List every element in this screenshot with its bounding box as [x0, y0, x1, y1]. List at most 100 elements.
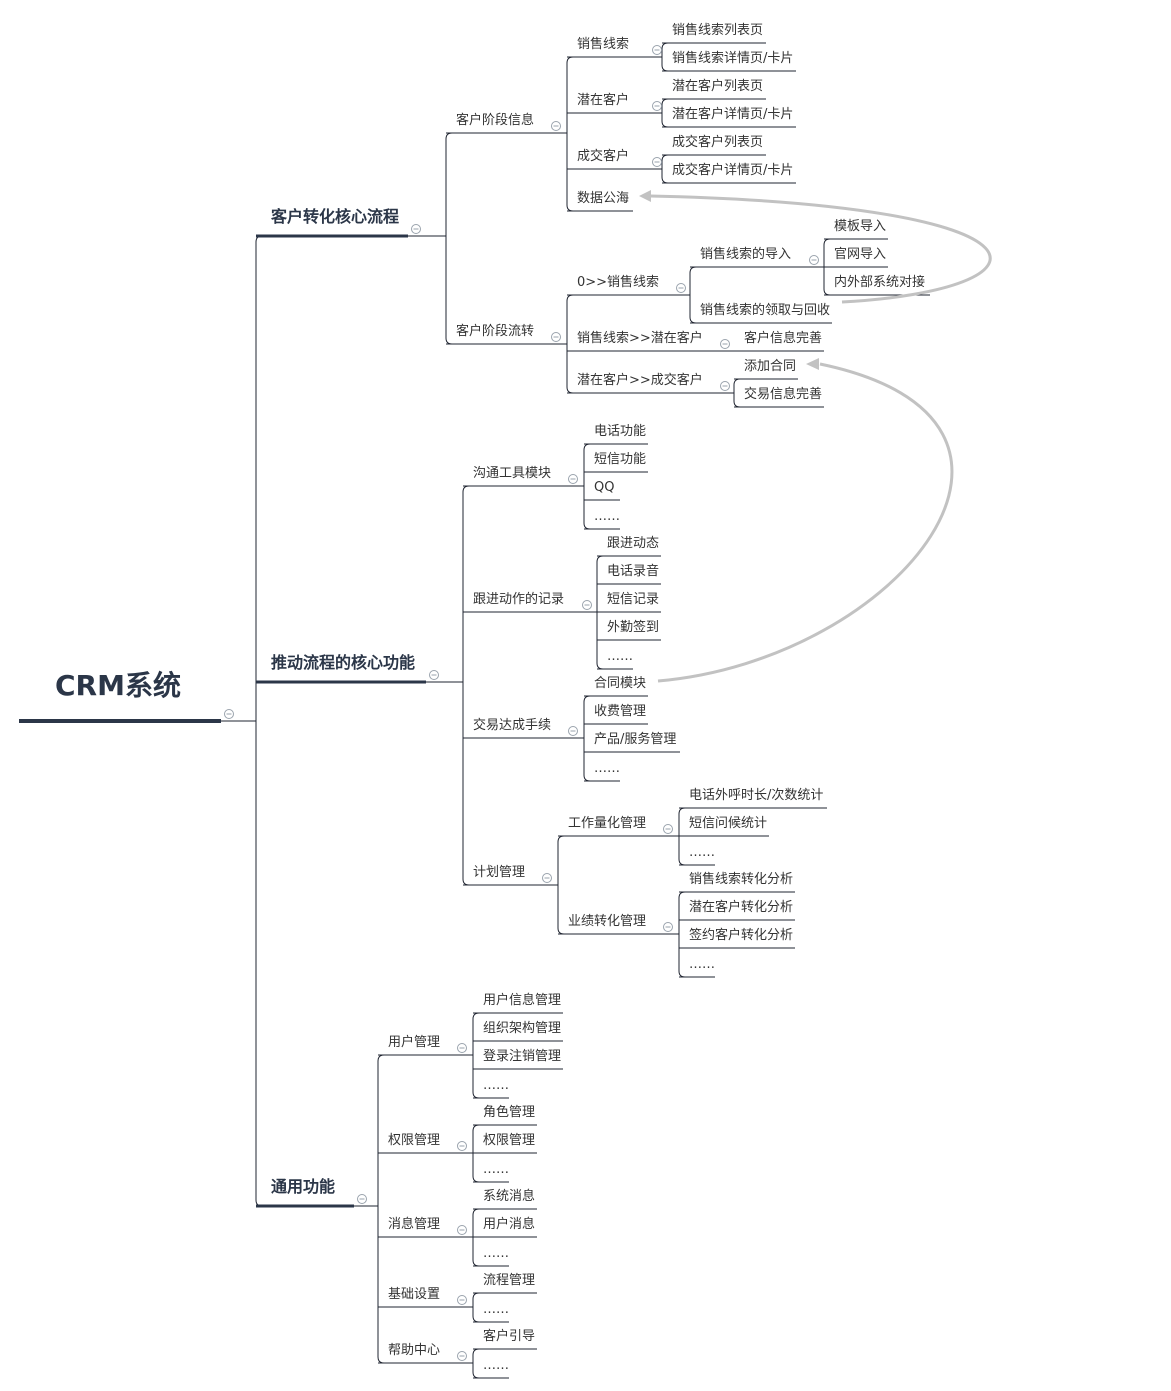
collapse-toggle-icon[interactable] — [429, 670, 439, 680]
topic-潜在客户详情页-卡片[interactable]: 潜在客户详情页/卡片 — [662, 106, 796, 128]
topic-添加合同[interactable]: 添加合同 — [734, 359, 798, 380]
topic-潜在客户-成交客户[interactable]: 潜在客户>>成交客户 — [567, 372, 730, 394]
topic-ellipsis[interactable]: …… — [473, 1302, 509, 1323]
collapse-toggle-icon[interactable] — [457, 1225, 467, 1235]
topic-QQ[interactable]: QQ — [584, 480, 620, 501]
topic-ellipsis[interactable]: …… — [473, 1358, 509, 1379]
topic-短信功能[interactable]: 短信功能 — [584, 452, 648, 473]
topic-消息管理[interactable]: 消息管理 — [378, 1216, 467, 1238]
topic-销售线索[interactable]: 销售线索 — [567, 36, 662, 58]
collapse-toggle-icon[interactable] — [457, 1141, 467, 1151]
collapse-toggle-icon[interactable] — [551, 121, 561, 131]
topic-潜在客户[interactable]: 潜在客户 — [567, 92, 662, 114]
topic-ellipsis[interactable]: …… — [584, 761, 620, 782]
topic-合同模块[interactable]: 合同模块 — [584, 676, 648, 697]
topic-电话外呼时长-次数统计[interactable]: 电话外呼时长/次数统计 — [679, 787, 827, 809]
topic-用户信息管理[interactable]: 用户信息管理 — [473, 992, 563, 1014]
topic-用户管理[interactable]: 用户管理 — [378, 1034, 467, 1056]
topic-客户信息完善[interactable]: 客户信息完善 — [734, 330, 824, 352]
topic-销售线索转化分析[interactable]: 销售线索转化分析 — [679, 871, 795, 893]
collapse-toggle-icon[interactable] — [652, 45, 662, 55]
topic-权限管理[interactable]: 权限管理 — [473, 1132, 537, 1154]
topic-客户阶段信息[interactable]: 客户阶段信息 — [446, 112, 561, 134]
topic-外勤签到[interactable]: 外勤签到 — [597, 619, 661, 641]
topic-数据公海[interactable]: 数据公海 — [567, 191, 633, 212]
topic-ellipsis[interactable]: …… — [473, 1162, 509, 1183]
collapse-toggle-icon[interactable] — [457, 1351, 467, 1361]
topic-电话录音[interactable]: 电话录音 — [597, 563, 661, 585]
topic-成交客户[interactable]: 成交客户 — [567, 148, 662, 170]
topic-计划管理[interactable]: 计划管理 — [463, 865, 552, 886]
topic-推动流程的核心功能[interactable]: 推动流程的核心功能 — [256, 653, 439, 684]
topic-模板导入[interactable]: 模板导入 — [824, 219, 888, 240]
topic-ellipsis[interactable]: …… — [584, 509, 620, 530]
topic-收费管理[interactable]: 收费管理 — [584, 704, 648, 725]
topic-label: 流程管理 — [483, 1273, 535, 1288]
topic-签约客户转化分析[interactable]: 签约客户转化分析 — [679, 927, 795, 949]
collapse-toggle-icon[interactable] — [720, 381, 730, 391]
topic-角色管理[interactable]: 角色管理 — [473, 1104, 537, 1126]
topic-销售线索的领取与回收[interactable]: 销售线索的领取与回收 — [690, 302, 832, 324]
collapse-toggle-icon[interactable] — [720, 339, 730, 349]
topic-登录注销管理[interactable]: 登录注销管理 — [473, 1049, 563, 1070]
topic-系统消息[interactable]: 系统消息 — [473, 1188, 537, 1210]
topic-ellipsis[interactable]: …… — [597, 649, 633, 670]
topic-潜在客户转化分析[interactable]: 潜在客户转化分析 — [679, 899, 795, 921]
topic-客户转化核心流程[interactable]: 客户转化核心流程 — [256, 207, 421, 238]
topic-CRM系统[interactable]: CRM系统 — [19, 669, 234, 723]
collapse-toggle-icon[interactable] — [551, 332, 561, 342]
topic-基础设置[interactable]: 基础设置 — [378, 1287, 467, 1308]
topic-销售线索详情页-卡片[interactable]: 销售线索详情页/卡片 — [662, 50, 796, 72]
collapse-toggle-icon[interactable] — [568, 474, 578, 484]
topic-官网导入[interactable]: 官网导入 — [824, 246, 888, 268]
collapse-toggle-icon[interactable] — [809, 255, 819, 265]
topic-交易信息完善[interactable]: 交易信息完善 — [734, 386, 824, 408]
collapse-toggle-icon[interactable] — [568, 726, 578, 736]
topic-销售线索列表页[interactable]: 销售线索列表页 — [662, 22, 766, 44]
topic-帮助中心[interactable]: 帮助中心 — [378, 1343, 467, 1364]
topic-业绩转化管理[interactable]: 业绩转化管理 — [558, 914, 673, 935]
topic-跟进动态[interactable]: 跟进动态 — [597, 536, 661, 557]
topic-客户引导[interactable]: 客户引导 — [473, 1328, 537, 1350]
topic-ellipsis[interactable]: …… — [473, 1078, 509, 1099]
topic-短信记录[interactable]: 短信记录 — [597, 592, 661, 613]
topic-内外部系统对接[interactable]: 内外部系统对接 — [824, 274, 930, 296]
topic-销售线索-潜在客户[interactable]: 销售线索>>潜在客户 — [567, 330, 730, 352]
topic-ellipsis[interactable]: …… — [679, 957, 715, 978]
topic-用户消息[interactable]: 用户消息 — [473, 1216, 537, 1238]
collapse-toggle-icon[interactable] — [582, 600, 592, 610]
topic-产品-服务管理[interactable]: 产品/服务管理 — [584, 731, 680, 753]
collapse-toggle-icon[interactable] — [224, 709, 234, 719]
topic-组织架构管理[interactable]: 组织架构管理 — [473, 1021, 563, 1042]
relationship-arrow[interactable] — [657, 358, 954, 683]
topic-短信问候统计[interactable]: 短信问候统计 — [679, 816, 769, 837]
topic-权限管理[interactable]: 权限管理 — [378, 1132, 467, 1154]
relationship-arrow[interactable] — [639, 190, 992, 304]
topic-跟进动作的记录[interactable]: 跟进动作的记录 — [463, 591, 592, 613]
topic-电话功能[interactable]: 电话功能 — [584, 424, 648, 445]
topic-ellipsis[interactable]: …… — [679, 845, 715, 866]
topic-ellipsis[interactable]: …… — [473, 1246, 509, 1267]
collapse-toggle-icon[interactable] — [542, 873, 552, 883]
topic-流程管理[interactable]: 流程管理 — [473, 1273, 537, 1294]
collapse-toggle-icon[interactable] — [652, 101, 662, 111]
topic-成交客户详情页-卡片[interactable]: 成交客户详情页/卡片 — [662, 162, 796, 184]
collapse-toggle-icon[interactable] — [663, 824, 673, 834]
collapse-toggle-icon[interactable] — [676, 283, 686, 293]
topic-0-销售线索[interactable]: 0>>销售线索 — [567, 274, 686, 296]
topic-工作量化管理[interactable]: 工作量化管理 — [558, 816, 673, 837]
collapse-toggle-icon[interactable] — [457, 1295, 467, 1305]
topic-通用功能[interactable]: 通用功能 — [256, 1177, 367, 1208]
topic-label: 用户消息 — [483, 1216, 535, 1232]
topic-沟通工具模块[interactable]: 沟通工具模块 — [463, 466, 578, 487]
topic-潜在客户列表页[interactable]: 潜在客户列表页 — [662, 78, 766, 100]
topic-成交客户列表页[interactable]: 成交客户列表页 — [662, 134, 766, 156]
collapse-toggle-icon[interactable] — [652, 157, 662, 167]
topic-客户阶段流转[interactable]: 客户阶段流转 — [446, 323, 561, 345]
collapse-toggle-icon[interactable] — [411, 224, 421, 234]
topic-交易达成手续[interactable]: 交易达成手续 — [463, 717, 578, 739]
topic-销售线索的导入[interactable]: 销售线索的导入 — [690, 246, 819, 268]
collapse-toggle-icon[interactable] — [663, 922, 673, 932]
collapse-toggle-icon[interactable] — [357, 1194, 367, 1204]
collapse-toggle-icon[interactable] — [457, 1043, 467, 1053]
